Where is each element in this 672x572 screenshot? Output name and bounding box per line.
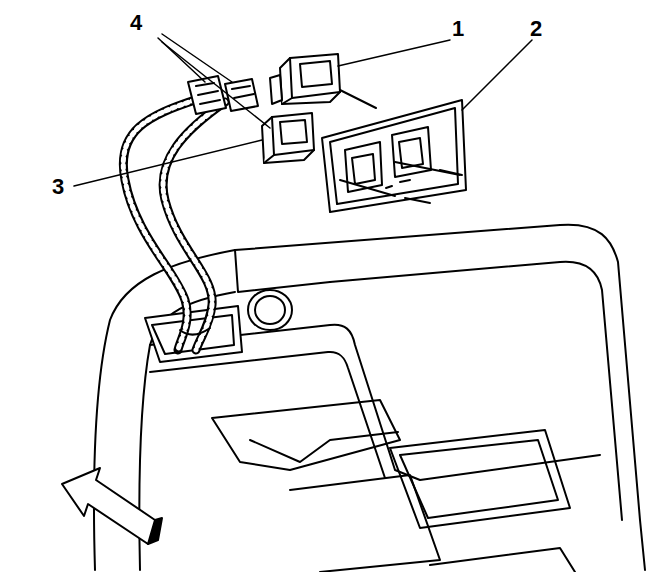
callout-number: 2	[530, 18, 542, 40]
alignment-line	[340, 90, 462, 203]
leader-line	[74, 34, 532, 186]
callout-wrapper: 1	[452, 18, 464, 40]
direction-arrow	[62, 468, 155, 544]
callout-number: 4	[130, 12, 142, 34]
callout-number: 3	[52, 176, 64, 198]
callout-wrapper: 2	[530, 18, 542, 40]
callout-number: 1	[452, 18, 464, 40]
callout-wrapper: 4	[130, 12, 142, 34]
switch-bezel	[322, 100, 466, 212]
direction-arrow	[148, 518, 162, 544]
window-switch	[270, 54, 340, 104]
harness-connector	[188, 76, 258, 114]
wiring-harness	[123, 100, 225, 350]
callout-wrapper: 3	[52, 176, 64, 198]
window-switch	[262, 113, 314, 163]
